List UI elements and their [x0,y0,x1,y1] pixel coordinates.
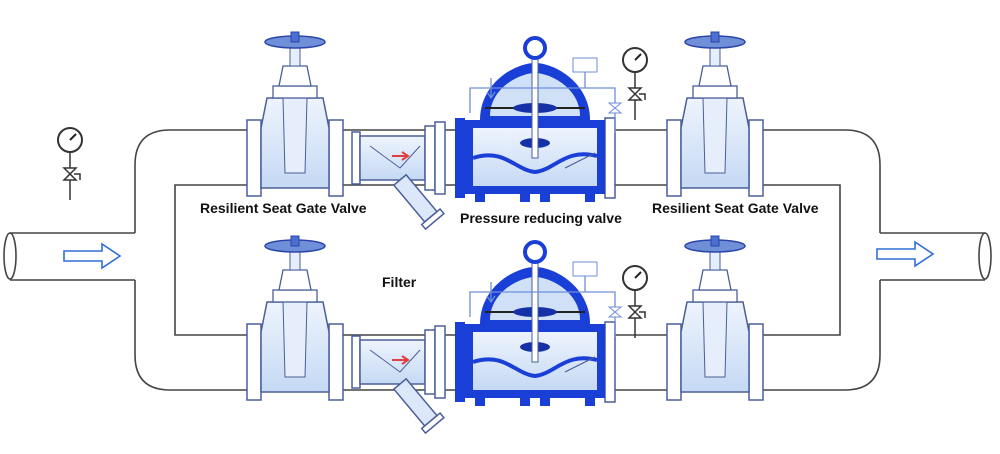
outlet-pipe-end [978,232,992,280]
lower-right-gate-valve [666,235,764,401]
gate-valve-left-label: Resilient Seat Gate Valve [200,200,367,216]
prv-label: Pressure reducing valve [460,210,622,226]
inlet-flow-arrow-icon [63,243,121,269]
filter-label: Filter [382,274,417,290]
inlet-pipe [10,232,135,281]
inlet-pressure-gauge-icon [57,127,83,201]
outlet-pipe [880,232,985,281]
lower-pressure-reducing-valve [453,240,623,408]
upper-left-gate-valve [246,31,344,197]
lower-filter [351,325,446,435]
gate-valve-right-label: Resilient Seat Gate Valve [652,200,819,216]
inner-loop [174,184,841,336]
lower-pressure-gauge-icon [622,265,648,339]
outlet-flow-arrow-icon [876,241,934,267]
lower-left-gate-valve [246,235,344,401]
upper-right-gate-valve [666,31,764,197]
inlet-pipe-end [3,232,17,280]
upper-pressure-reducing-valve [453,36,623,204]
upper-pressure-gauge-icon [622,47,648,121]
